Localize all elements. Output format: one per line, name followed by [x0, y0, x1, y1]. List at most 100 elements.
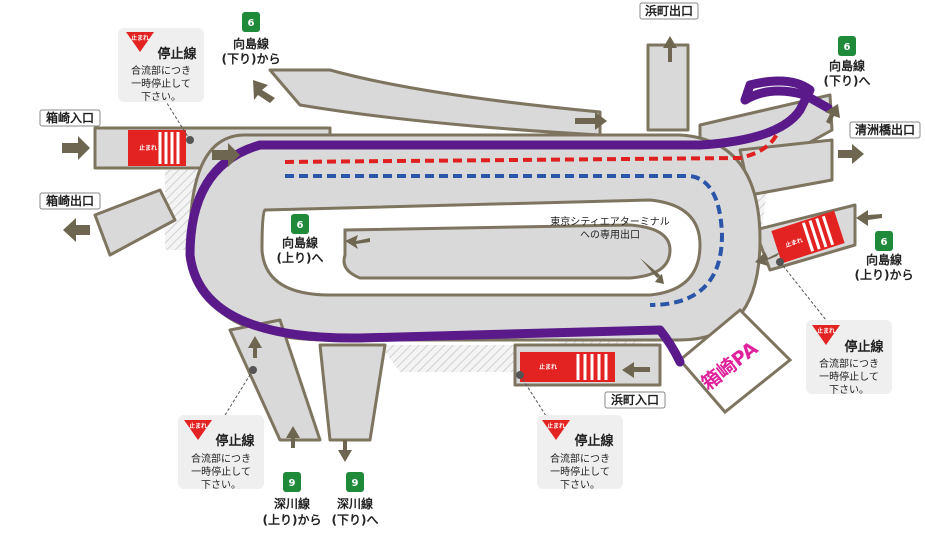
- stop-sign-icon: [812, 325, 840, 345]
- svg-text:一時停止して: 一時停止して: [550, 465, 610, 478]
- hakozaki-entrance-label: 箱崎入口: [46, 110, 94, 125]
- arrow-up-icon: [248, 336, 262, 358]
- arrow-right-icon: [838, 144, 864, 164]
- route-shield-mukojima: 6: [875, 231, 893, 251]
- svg-text:合流部につき: 合流部につき: [131, 64, 191, 77]
- route-shield-mukojima: 6: [838, 36, 856, 56]
- svg-text:合流部につき: 合流部につき: [819, 357, 879, 370]
- svg-text:一時停止して: 一時停止して: [131, 77, 191, 90]
- hamacho-entrance-label: 浜町入口: [611, 392, 659, 407]
- svg-text:下さい。: 下さい。: [560, 479, 600, 491]
- arrow-left-icon: [345, 235, 370, 249]
- mukojima-up-to-label-1: 向島線: [282, 235, 318, 250]
- hakozaki-entrance-box: [39, 109, 101, 127]
- mukojima-down-to-label-1: 向島線: [829, 58, 865, 73]
- stop-notices: 止まれ 停止線 合流部につき 一時停止して 下さい。 止まれ 停止線 合流部につ…: [118, 28, 892, 491]
- hakozaki-exit-box: [39, 192, 101, 210]
- arrow-right-icon: [575, 112, 607, 130]
- stop-badge-text: 止まれ: [539, 363, 557, 371]
- fukagawa-up-from-label-2: (上り)から: [263, 512, 322, 527]
- hakozaki-exit-label: 箱崎出口: [46, 193, 94, 208]
- svg-text:9: 9: [289, 478, 296, 489]
- tcat-exit-label-2: への専用出口: [580, 228, 640, 241]
- stop-line-hamacho: 止まれ: [520, 352, 615, 382]
- kiyosubashi-exit-label: 清洲橋出口: [855, 122, 915, 137]
- arrow-down-icon: [338, 440, 352, 462]
- stop-lines: 止まれ 止まれ 止まれ: [128, 130, 845, 382]
- stop-sign-icon: [542, 420, 570, 440]
- arrow-left-icon: [856, 210, 882, 226]
- svg-text:止まれ: 止まれ: [189, 422, 207, 430]
- arrow-left-icon: [63, 218, 90, 242]
- tcat-exit-label-1: 東京シティエアターミナル: [550, 215, 669, 228]
- hakozaki-exit-road: [93, 188, 177, 257]
- arrow-down-right-icon: [253, 80, 275, 103]
- stop-line-hakozaki: 止まれ: [128, 130, 186, 166]
- mukojima-up-from-label-2: (上り)から: [855, 267, 914, 282]
- stop-notice-title: 停止線: [844, 339, 884, 355]
- stop-notice-4: 止まれ 停止線 合流部につき 一時停止して 下さい。: [806, 320, 892, 396]
- arrow-right-icon: [212, 143, 240, 167]
- svg-text:止まれ: 止まれ: [817, 327, 835, 335]
- mukojima-down-from-label-2: (下り)から: [222, 52, 281, 66]
- hamacho-entrance-box: [604, 391, 666, 409]
- fukagawa-up-from-label-1: 深川線: [274, 496, 310, 511]
- arrow-up-icon: [663, 36, 677, 62]
- kiyosubashi-exit-box: [849, 121, 921, 139]
- parking-area-box: [677, 307, 793, 415]
- fukagawa-down-to-label-2: (下り)へ: [332, 513, 379, 527]
- stop-notice-2: 止まれ 停止線 合流部につき 一時停止して 下さい。: [178, 415, 264, 491]
- direction-arrows: [62, 36, 882, 462]
- mukojima-down-to-label-2: (下り)へ: [824, 74, 871, 88]
- svg-text:一時停止して: 一時停止して: [191, 465, 251, 478]
- route-shield-mukojima: 6: [291, 214, 309, 234]
- svg-text:6: 6: [844, 42, 851, 53]
- svg-text:合流部につき: 合流部につき: [191, 452, 251, 465]
- mukojima-down-from-label-1: 向島線: [233, 36, 269, 51]
- stop-notice-3: 止まれ 停止線 合流部につき 一時停止して 下さい。: [537, 415, 623, 491]
- arrow-up-right-icon: [825, 104, 840, 124]
- stop-notice-title: 停止線: [574, 433, 614, 449]
- svg-text:6: 6: [881, 237, 888, 248]
- svg-text:6: 6: [248, 18, 255, 29]
- svg-text:止まれ: 止まれ: [547, 422, 565, 430]
- stop-notice-1: 止まれ 停止線 合流部につき 一時停止して 下さい。: [118, 28, 204, 103]
- stop-badge-text: 止まれ: [139, 144, 157, 152]
- svg-text:下さい。: 下さい。: [201, 479, 241, 491]
- svg-text:9: 9: [352, 478, 359, 489]
- fukagawa-down-to-label-1: 深川線: [337, 496, 373, 511]
- stop-sign-icon: [184, 420, 212, 440]
- arrow-left-icon: [755, 252, 780, 266]
- purple-route: [185, 76, 815, 367]
- svg-text:下さい。: 下さい。: [829, 384, 869, 396]
- arrow-left-icon: [622, 362, 650, 378]
- inner-loop-road: [342, 223, 672, 280]
- arrow-down-right-icon: [640, 258, 664, 284]
- route-shield-fukagawa: 9: [283, 472, 301, 492]
- hamacho-exit-box: [639, 2, 699, 20]
- leader-lines: [164, 99, 831, 431]
- svg-text:下さい。: 下さい。: [141, 91, 181, 103]
- arrow-right-icon: [62, 136, 90, 160]
- blue-lane-line: [285, 174, 725, 307]
- purple-route-end: [740, 86, 833, 113]
- route-shield-fukagawa: 9: [346, 472, 364, 492]
- route-shield-mukojima: 6: [242, 12, 260, 32]
- stop-notice-title: 停止線: [215, 433, 255, 449]
- mukojima-down-from-ramp: [268, 68, 602, 137]
- fukagawa-down-to-ramp: [318, 343, 387, 442]
- stop-notice-title: 停止線: [157, 46, 197, 62]
- leader-dots: [186, 136, 784, 379]
- stop-sign-icon: [126, 32, 154, 52]
- stop-line-mukojima-up: 止まれ: [771, 210, 845, 264]
- svg-text:6: 6: [297, 220, 304, 231]
- mukojima-up-to-label-2: (上り)へ: [277, 250, 324, 265]
- svg-text:合流部につき: 合流部につき: [550, 452, 610, 465]
- arrow-up-icon: [286, 426, 300, 448]
- hamacho-exit-label: 浜町出口: [645, 3, 693, 18]
- mukojima-up-from-label-1: 向島線: [866, 252, 902, 267]
- svg-text:一時停止して: 一時停止して: [819, 370, 879, 383]
- svg-text:止まれ: 止まれ: [131, 34, 149, 42]
